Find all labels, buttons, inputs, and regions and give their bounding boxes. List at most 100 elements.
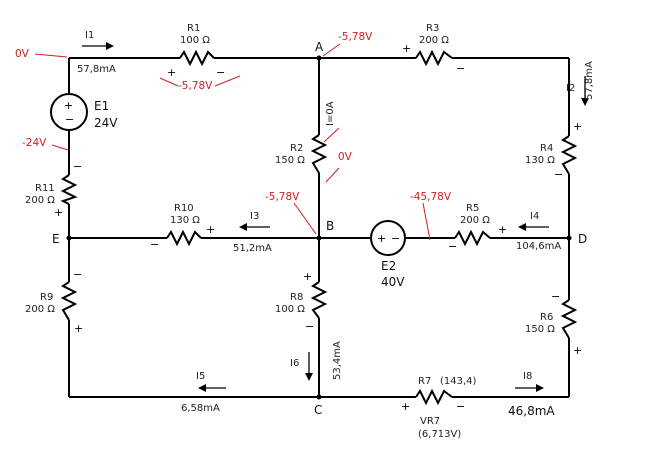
- current-i1: I1 57,8mA: [77, 30, 116, 75]
- i3-value: 51,2mA: [233, 243, 272, 254]
- resistor-r11: R11 200 Ω: [25, 174, 78, 206]
- current-i3: I3 51,2mA: [233, 211, 272, 254]
- r1-minus: −: [216, 66, 225, 79]
- vr7-name: VR7: [420, 416, 440, 427]
- e2-value: 40V: [381, 275, 405, 289]
- r8-minus: −: [305, 320, 314, 333]
- r7-plus: +: [401, 400, 410, 413]
- voltage-node-a: -5,78V: [338, 31, 373, 43]
- resistor-r5: R5 200 Ω: [454, 203, 491, 247]
- current-i5: I5 6,58mA: [181, 371, 226, 414]
- r6-minus: −: [551, 290, 560, 303]
- node-c-label: C: [314, 403, 322, 417]
- r2-value: 150 Ω: [275, 155, 305, 166]
- polarity-signs: + − + − + − − + − + − + + − − + − + + −: [54, 42, 582, 413]
- r9-name: R9: [40, 292, 53, 303]
- voltage-r2: 0V: [338, 151, 353, 163]
- r9-plus: +: [74, 322, 83, 335]
- node-a-label: A: [315, 40, 324, 54]
- r11-value: 200 Ω: [25, 195, 55, 206]
- i6-value: 53,4mA: [332, 341, 343, 380]
- i6-name: I6: [290, 358, 299, 369]
- e1-name: E1: [94, 99, 109, 113]
- current-i8: I8 46,8mA: [508, 371, 555, 418]
- r2-name: R2: [290, 143, 303, 154]
- current-i2: I2 57,8mA: [566, 61, 595, 106]
- r3-minus: −: [456, 62, 465, 75]
- r10-plus: +: [206, 223, 215, 236]
- e2-name: E2: [381, 259, 396, 273]
- e2-minus-sign: −: [391, 232, 400, 245]
- i8-name: I8: [523, 371, 532, 382]
- r4-minus: −: [554, 168, 563, 181]
- r1-name: R1: [187, 23, 200, 34]
- resistor-r9: R9 200 Ω: [25, 281, 78, 321]
- r3-name: R3: [426, 23, 439, 34]
- resistor-r2: R2 150 Ω: [275, 134, 328, 174]
- e1-minus-sign: −: [65, 113, 74, 126]
- r9-minus: −: [73, 268, 82, 281]
- resistor-r4: R4 130 Ω: [525, 135, 578, 175]
- i5-name: I5: [196, 371, 205, 382]
- r5-plus: +: [498, 223, 507, 236]
- junction-dots: [66, 55, 572, 400]
- resistor-r10: R10 130 Ω: [166, 203, 202, 247]
- r11-plus: +: [54, 206, 63, 219]
- e2-plus-sign: +: [377, 232, 386, 245]
- voltage-minus-24v: -24V: [22, 137, 47, 149]
- r3-value: 200 Ω: [419, 35, 449, 46]
- r8-name: R8: [290, 292, 303, 303]
- i8-value: 46,8mA: [508, 404, 555, 418]
- r3-plus: +: [402, 42, 411, 55]
- r10-minus: −: [150, 238, 159, 251]
- resistor-r1: R1 100 Ω: [179, 23, 215, 67]
- r10-value: 130 Ω: [170, 215, 200, 226]
- r11-name: R11: [35, 183, 55, 194]
- e1-plus-sign: +: [64, 99, 73, 112]
- voltage-0v-top: 0V: [15, 48, 30, 60]
- i1-name: I1: [85, 30, 94, 41]
- r1-plus: +: [167, 66, 176, 79]
- wires: [68, 57, 570, 398]
- node-d-label: D: [578, 232, 587, 246]
- r4-plus: +: [573, 120, 582, 133]
- r8-value: 100 Ω: [275, 304, 305, 315]
- r6-value: 150 Ω: [525, 324, 555, 335]
- i4-value: 104,6mA: [516, 241, 561, 252]
- i4-name: I4: [530, 211, 539, 222]
- node-b-label: B: [326, 219, 334, 233]
- source-e2: + − E2 40V: [370, 220, 406, 289]
- r4-value: 130 Ω: [525, 155, 555, 166]
- r1-value: 100 Ω: [180, 35, 210, 46]
- node-e-label: E: [52, 232, 60, 246]
- voltage-annotations: 0V -24V -5,78V -5,78V 0V -5,78V -45,78V: [15, 31, 452, 241]
- r7-minus: −: [456, 400, 465, 413]
- resistor-r7: R7 (143,4) VR7 (6,713V): [415, 376, 477, 440]
- r5-name: R5: [466, 203, 479, 214]
- r9-value: 200 Ω: [25, 304, 55, 315]
- vr7-value: (6,713V): [418, 429, 461, 440]
- r6-plus: +: [573, 344, 582, 357]
- voltage-e2-right: -45,78V: [410, 191, 452, 203]
- r2-branch-current: I=0A: [325, 101, 336, 126]
- r5-value: 200 Ω: [460, 215, 490, 226]
- e1-value: 24V: [94, 116, 118, 130]
- r11-minus: −: [73, 160, 82, 173]
- resistor-r6: R6 150 Ω: [525, 299, 578, 339]
- r7-name: R7: [418, 376, 431, 387]
- r8-plus: +: [303, 270, 312, 283]
- r5-minus: −: [448, 240, 457, 253]
- voltage-node-b: -5,78V: [265, 191, 300, 203]
- i1-value: 57,8mA: [77, 64, 116, 75]
- i2-name: I2: [566, 83, 575, 94]
- resistor-r3: R3 200 Ω: [415, 23, 453, 67]
- i2-value: 57,8mA: [584, 61, 595, 100]
- i3-name: I3: [250, 211, 259, 222]
- i5-value: 6,58mA: [181, 403, 220, 414]
- r7-value: (143,4): [440, 376, 477, 387]
- resistor-r8: R8 100 Ω: [275, 281, 328, 319]
- r4-name: R4: [540, 143, 553, 154]
- voltage-r1: -5,78V: [178, 80, 213, 92]
- current-i4: I4 104,6mA: [516, 211, 561, 252]
- source-e1: + − E1 24V: [50, 93, 118, 131]
